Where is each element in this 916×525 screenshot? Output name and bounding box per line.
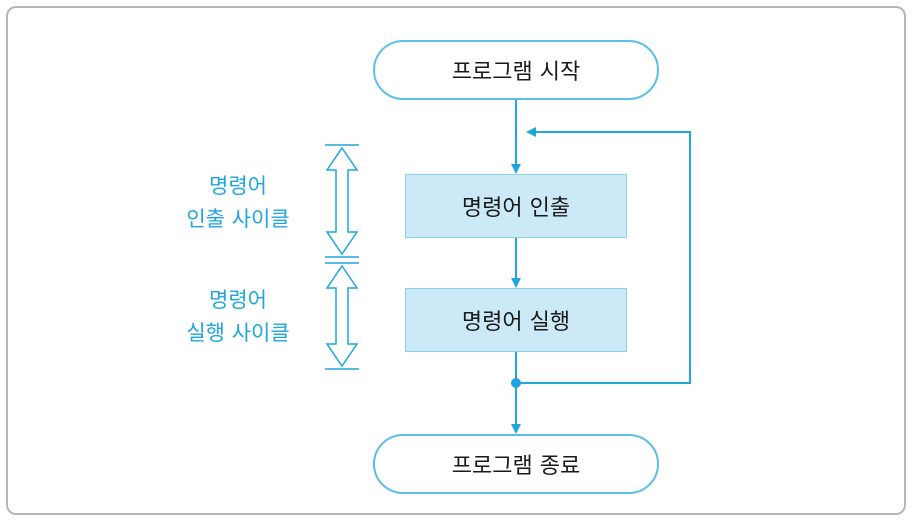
fetch-label: 명령어 인출 bbox=[461, 196, 571, 221]
junction-dot bbox=[511, 378, 521, 388]
execute-cycle-label-line2: 실행 사이클 bbox=[186, 321, 290, 345]
end-label: 프로그램 종료 bbox=[451, 454, 581, 479]
execute-cycle-label: 명령어 실행 사이클 bbox=[148, 284, 328, 350]
execute-process-box: 명령어 실행 bbox=[405, 288, 627, 352]
loop-back-line bbox=[516, 127, 691, 384]
start-label: 프로그램 시작 bbox=[451, 60, 581, 85]
execute-cycle-label-line1: 명령어 bbox=[209, 288, 267, 312]
fetch-cycle-label-line1: 명령어 bbox=[209, 174, 267, 198]
fetch-cycle-span-arrow bbox=[325, 144, 359, 258]
fetch-cycle-label: 명령어 인출 사이클 bbox=[148, 170, 328, 236]
end-terminal: 프로그램 종료 bbox=[373, 434, 659, 494]
execute-cycle-span-arrow bbox=[325, 262, 359, 370]
start-terminal: 프로그램 시작 bbox=[373, 40, 659, 100]
fetch-process-box: 명령어 인출 bbox=[405, 174, 627, 238]
fetch-cycle-label-line2: 인출 사이클 bbox=[186, 207, 290, 231]
execute-label: 명령어 실행 bbox=[461, 310, 571, 335]
